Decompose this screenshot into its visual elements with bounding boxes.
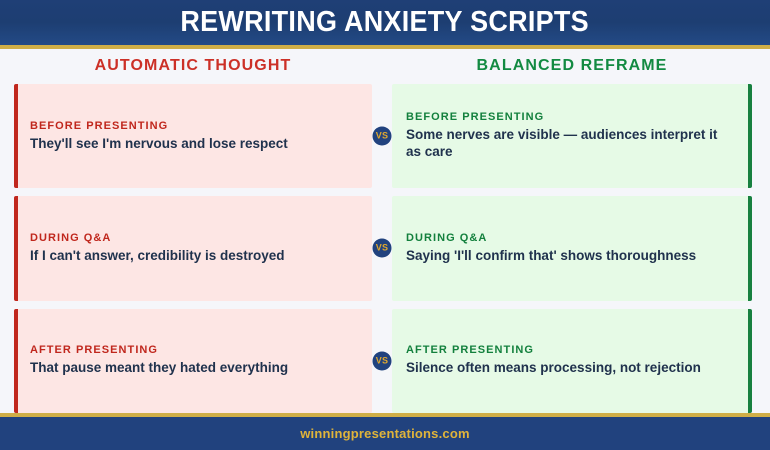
card-label: DURING Q&A — [406, 232, 488, 244]
row-divider: VS — [372, 196, 392, 300]
card-label: BEFORE PRESENTING — [406, 111, 545, 124]
balanced-reframe-card: BEFORE PRESENTING Some nerves are visibl… — [392, 84, 752, 189]
comparison-rows: BEFORE PRESENTING They'll see I'm nervou… — [0, 82, 770, 413]
footer-bar: winningpresentations.com — [0, 417, 770, 450]
comparison-row: BEFORE PRESENTING They'll see I'm nervou… — [14, 84, 756, 189]
card-text: That pause meant they hated everything — [30, 360, 289, 376]
vs-badge: VS — [372, 351, 392, 371]
card-label: AFTER PRESENTING — [30, 344, 159, 357]
card-text: If I can't answer, credibility is destro… — [30, 248, 285, 264]
automatic-thought-card: DURING Q&A If I can't answer, credibilit… — [14, 196, 372, 301]
balanced-reframe-card: DURING Q&A Saying 'I'll confirm that' sh… — [392, 196, 752, 301]
automatic-thought-card: BEFORE PRESENTING They'll see I'm nervou… — [14, 84, 372, 189]
column-heading-automatic-thought: AUTOMATIC THOUGHT — [94, 56, 292, 74]
header-bar: REWRITING ANXIETY SCRIPTS — [0, 0, 770, 45]
header-gold-divider — [0, 45, 770, 49]
card-label: AFTER PRESENTING — [406, 344, 535, 357]
comparison-row: AFTER PRESENTING That pause meant they h… — [14, 308, 756, 413]
row-divider: VS — [372, 309, 392, 413]
balanced-reframe-card: AFTER PRESENTING Silence often means pro… — [392, 308, 752, 413]
automatic-thought-card: AFTER PRESENTING That pause meant they h… — [14, 308, 372, 413]
card-text: They'll see I'm nervous and lose respect — [30, 135, 288, 151]
footer-website: winningpresentations.com — [300, 426, 470, 441]
footer-gold-divider — [0, 413, 770, 417]
comparison-row: DURING Q&A If I can't answer, credibilit… — [14, 196, 756, 301]
card-text: Silence often means processing, not reje… — [406, 360, 701, 376]
column-heading-balanced-reframe: BALANCED REFRAME — [476, 56, 668, 74]
card-text: Saying 'I'll confirm that' shows thoroug… — [406, 248, 697, 264]
column-headings: AUTOMATIC THOUGHT BALANCED REFRAME — [0, 49, 770, 82]
vs-badge: VS — [372, 238, 392, 258]
card-label: DURING Q&A — [30, 232, 112, 244]
page-title: REWRITING ANXIETY SCRIPTS — [180, 6, 590, 38]
card-text: Some nerves are visible — audiences inte… — [406, 127, 718, 160]
vs-badge: VS — [372, 126, 392, 146]
row-divider: VS — [372, 84, 392, 188]
card-label: BEFORE PRESENTING — [30, 119, 169, 132]
